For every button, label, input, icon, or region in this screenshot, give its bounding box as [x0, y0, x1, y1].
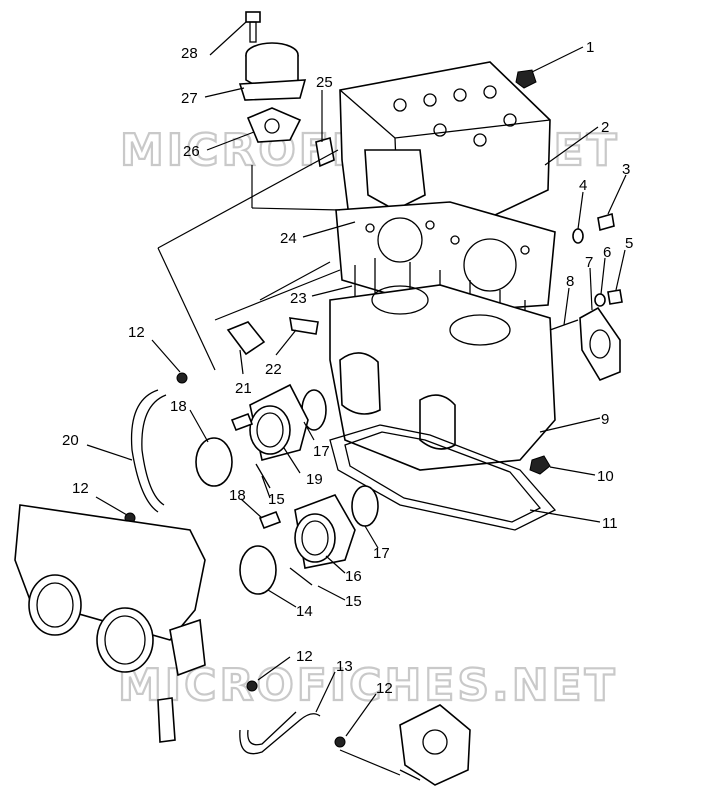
callout-25: 25: [316, 74, 333, 91]
nut-1-drawing: [515, 69, 537, 89]
callout-4: 4: [579, 177, 587, 194]
engine-block-drawing: [329, 284, 556, 471]
callout-13: 13: [336, 658, 353, 675]
water-pump-drawing: [399, 704, 471, 786]
callout-11: 11: [602, 515, 618, 532]
callout-12a: 12: [128, 324, 145, 341]
hose-20-drawing: [130, 389, 159, 513]
callout-6: 6: [603, 244, 611, 261]
oring-17b-drawing: [351, 485, 379, 527]
callout-9: 9: [601, 411, 609, 428]
callout-12c: 12: [296, 648, 313, 665]
thermostat-cover-27-drawing: [238, 42, 307, 101]
callout-28: 28: [181, 45, 198, 62]
callout-2: 2: [601, 119, 609, 136]
callout-5: 5: [625, 235, 633, 252]
callout-17a: 17: [313, 443, 330, 460]
part-drawings: [14, 11, 623, 786]
washer-4-drawing: [572, 228, 584, 244]
clamp-18a-drawing: [195, 437, 233, 487]
callout-24: 24: [280, 230, 297, 247]
callout-27: 27: [181, 90, 198, 107]
callout-26: 26: [183, 143, 200, 160]
callout-14: 14: [296, 603, 313, 620]
watermark-bottom: MICROFICHES.NET: [118, 660, 618, 711]
nut-5-drawing: [607, 289, 623, 305]
callout-22: 22: [265, 361, 282, 378]
clamp-12c-drawing: [246, 680, 258, 692]
callout-12b: 12: [72, 480, 89, 497]
clamp-12a-drawing: [176, 372, 188, 384]
intake-manifold-19-drawing: [249, 383, 309, 461]
gasket-26-drawing: [246, 107, 302, 143]
fitting-21-drawing: [226, 321, 266, 356]
plate-7-drawing: [579, 306, 621, 381]
lockwasher-6-drawing: [594, 293, 606, 307]
callout-16: 16: [345, 568, 362, 585]
callout-10: 10: [597, 468, 614, 485]
callout-labels: 1 2 3 4 5 6 7 8 9 10 11 12 12 12 12 13 1…: [62, 39, 633, 697]
fitting-22-drawing: [289, 317, 319, 335]
callout-7: 7: [585, 254, 593, 271]
gasket-11-drawing: [329, 424, 557, 531]
callout-19: 19: [306, 471, 323, 488]
hose-13-drawing: [239, 713, 321, 755]
callout-18b: 18: [229, 487, 246, 504]
callout-15a: 15: [268, 491, 285, 508]
callout-21: 21: [235, 380, 252, 397]
callout-8: 8: [566, 273, 574, 290]
bolt-28-drawing: [245, 11, 261, 43]
callout-3: 3: [622, 161, 630, 178]
leader-lines: [86, 21, 627, 776]
callout-20: 20: [62, 432, 79, 449]
clamp-12d-drawing: [334, 736, 346, 748]
cylinder-head-2-drawing: [339, 61, 551, 226]
callout-12d: 12: [376, 680, 393, 697]
bolt-3-drawing: [597, 212, 615, 232]
carburetor-assembly-drawing: [14, 504, 206, 743]
callout-15b: 15: [345, 593, 362, 610]
callout-23: 23: [290, 290, 307, 307]
callout-1: 1: [586, 39, 594, 56]
clamp-14-drawing: [239, 545, 277, 595]
callout-17b: 17: [373, 545, 390, 562]
sensor-25-drawing: [315, 136, 335, 168]
head-gasket-24-drawing: [335, 201, 556, 313]
intake-manifold-16-drawing: [294, 494, 356, 569]
nut-10-drawing: [529, 455, 551, 475]
callout-18a: 18: [170, 398, 187, 415]
